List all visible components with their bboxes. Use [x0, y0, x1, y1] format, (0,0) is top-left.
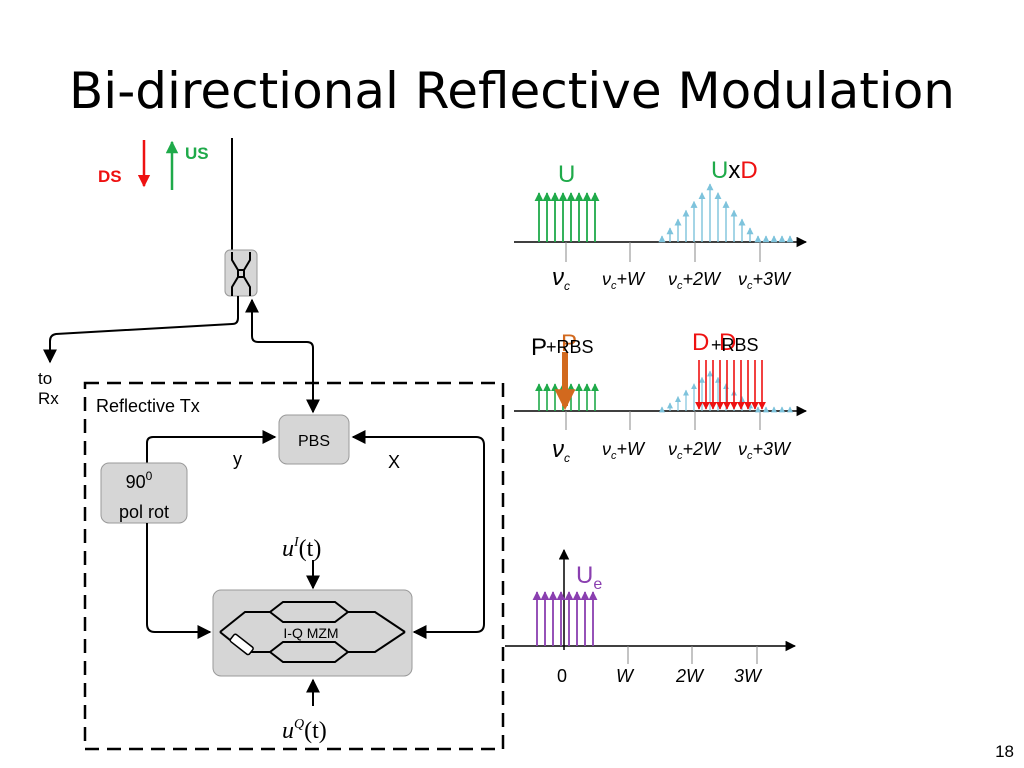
label-p-suffix: +RBS — [546, 337, 594, 357]
tick-bottom-3: 3W — [734, 666, 763, 686]
spectrum-mid-tick-labels: νc νc+W νc+2W νc+3W — [552, 436, 792, 465]
label-d-red-2: D — [719, 329, 736, 356]
drive-q-base: u — [282, 718, 294, 744]
coupler-box — [224, 249, 258, 297]
port-x-label: X — [388, 452, 400, 472]
tick-top-1: νc+W — [602, 269, 646, 292]
drive-i-base: u — [282, 536, 294, 562]
pol-rotator-degree-sup: 0 — [146, 469, 153, 483]
u-spectral-lines — [534, 192, 600, 242]
drive-q-label: uQ(t) — [282, 717, 327, 744]
to-rx-label-line2: Rx — [38, 389, 59, 408]
label-ue-sub: e — [593, 576, 602, 593]
iq-mzm-label: I-Q MZM — [283, 625, 338, 641]
y-branch-path — [146, 430, 277, 464]
spectrum-top-tick-labels: νc νc+W νc+2W νc+3W — [552, 264, 792, 293]
spectrum-bottom: Ue 0 W 2W 3W — [505, 548, 797, 686]
pbs-label: PBS — [298, 433, 330, 450]
ds-label: DS — [98, 167, 122, 186]
pol-rotator-label-line1: 900 — [126, 469, 153, 492]
iq-mzm-waveguides — [219, 601, 406, 663]
tick-mid-1: νc+W — [602, 439, 646, 462]
pol-rotator-box — [100, 462, 188, 524]
slide-title: Bi-directional Reflective Modulation — [69, 62, 955, 120]
drive-i-arg: (t) — [299, 536, 322, 562]
reflective-tx-label: Reflective Tx — [96, 396, 200, 416]
label-uxd-u: U — [711, 157, 728, 184]
label-uxd-x: x — [728, 157, 740, 184]
drive-i-sup: I — [293, 535, 300, 550]
tick-top-2: νc+2W — [668, 269, 722, 292]
to-rx-label-line1: to — [38, 369, 52, 388]
label-ue-base: U — [576, 562, 593, 589]
label-p-rbs: P — [531, 334, 547, 361]
tick-mid-3: νc+3W — [738, 439, 792, 462]
tick-bottom-0: 0 — [557, 666, 567, 686]
page-number: 18 — [995, 742, 1014, 761]
ue-spectral-lines — [532, 591, 598, 646]
label-uxd-d: D — [740, 157, 757, 184]
optical-routing: to Rx — [38, 138, 320, 414]
label-p-black: P — [531, 334, 547, 361]
spectrum-top-tick-marks — [565, 242, 761, 262]
tick-bottom-2: 2W — [675, 666, 705, 686]
rbs-data-lines — [659, 370, 793, 413]
reflective-tx-border — [83, 381, 505, 751]
drive-q-sup: Q — [294, 717, 304, 732]
drive-q-arg: (t) — [304, 718, 327, 744]
to-rx-path — [43, 296, 239, 364]
spectrum-bottom-tick-marks — [627, 646, 758, 664]
rotator-to-mzm-path — [146, 523, 212, 639]
label-d-suffix: +RBS — [711, 335, 759, 355]
downstream-data-lines — [695, 360, 766, 410]
spectrum-top: U UxD νc νc+W νc+2W νc+3W — [514, 157, 808, 293]
label-d-red-1: D — [692, 329, 709, 356]
label-u: U — [558, 161, 575, 188]
spectrum-mid: P P +RBS D D +RBS νc νc+W νc+2W νc+3W — [514, 329, 808, 465]
label-uxd: UxD — [711, 157, 758, 184]
tick-top-3: νc+3W — [738, 269, 792, 292]
us-label: US — [185, 144, 209, 163]
spectrum-bottom-tick-labels: 0 W 2W 3W — [557, 666, 763, 686]
tick-top-0: νc — [552, 264, 570, 293]
label-ue: Ue — [576, 562, 602, 593]
spectrum-mid-tick-marks — [565, 411, 761, 430]
coupler-waveguides — [231, 252, 251, 296]
reflective-tx: Reflective Tx PBS y X 900 pol rot — [83, 381, 505, 751]
tick-mid-2: νc+2W — [668, 439, 722, 462]
port-y-label: y — [233, 449, 242, 469]
tick-mid-0: νc — [552, 436, 570, 465]
label-p-orange: P — [561, 330, 577, 357]
pbs-feed-path — [245, 298, 320, 414]
pol-rotator-degrees: 90 — [126, 472, 146, 492]
direction-legend: DS US — [98, 140, 209, 190]
pbs-box — [278, 414, 350, 465]
drive-i-label: uI(t) — [282, 535, 321, 562]
phase-shifter-icon — [229, 633, 254, 656]
pol-rotator-label-line2: pol rot — [119, 502, 169, 522]
tick-bottom-1: W — [616, 666, 635, 686]
x-branch-path — [351, 430, 485, 639]
uxd-spectral-lines — [658, 183, 794, 243]
